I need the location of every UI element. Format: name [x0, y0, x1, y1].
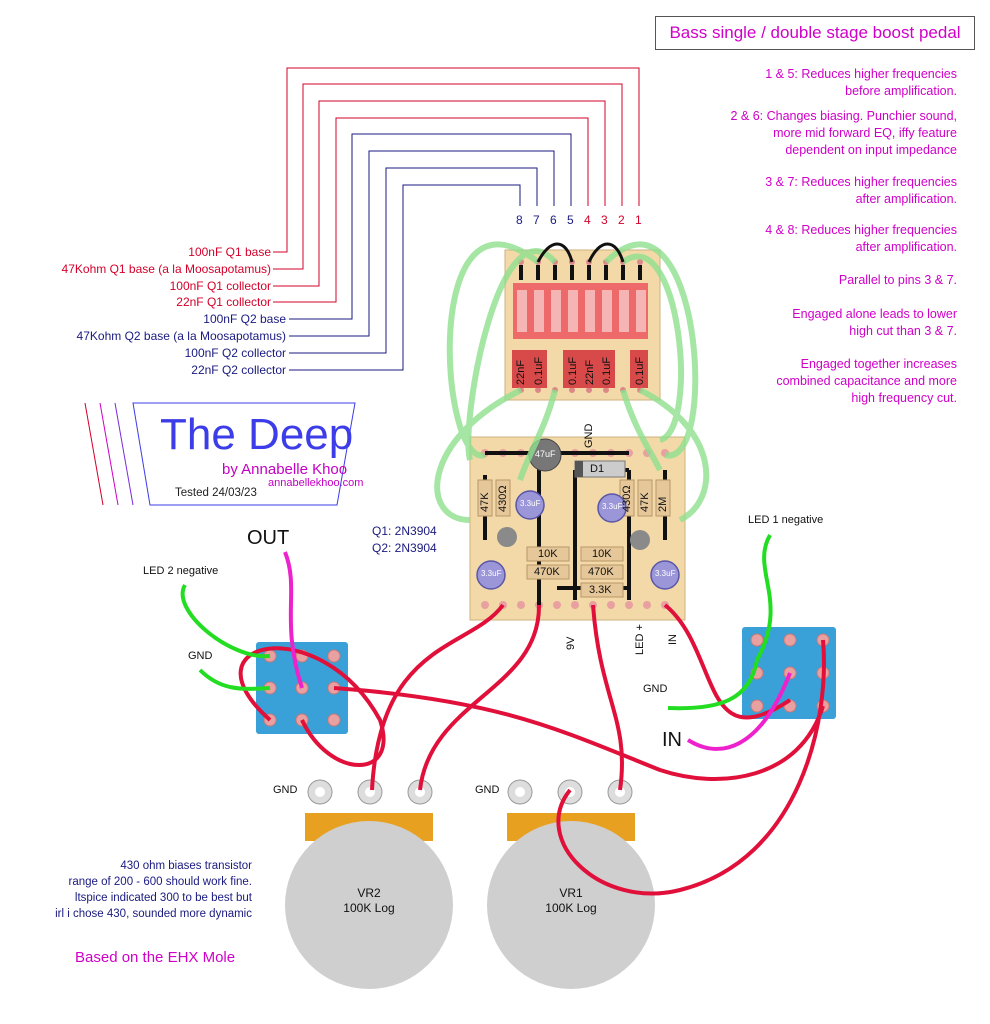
res-470k-left: 470K — [534, 566, 560, 578]
led2-negative-label: LED 2 negative — [143, 565, 219, 577]
tested-date: Tested 24/03/23 — [175, 487, 257, 499]
conn-in: IN — [667, 634, 679, 645]
res-470k-right: 470K — [588, 566, 614, 578]
blue-leader-lines — [289, 133, 572, 371]
note-engaged-alone: Engaged alone leads to lower high cut th… — [792, 307, 957, 338]
q2-label: Q2: 2N3904 — [372, 541, 437, 555]
pin-2: 2 — [618, 213, 625, 227]
dip-cap-5: 0.1uF — [601, 356, 613, 385]
label-22nf-q2-collector: 22nF Q2 collector — [191, 363, 286, 377]
label-100nf-q2-collector: 100nF Q2 collector — [184, 346, 286, 360]
res-10k-right: 10K — [592, 548, 612, 560]
note-pins-3-7: 3 & 7: Reduces higher frequencies after … — [765, 175, 957, 206]
label-100nf-q2-base: 100nF Q2 base — [203, 312, 286, 326]
pin-1: 1 — [635, 213, 642, 227]
pot-vr1 — [487, 779, 655, 989]
pot-vr2 — [285, 779, 453, 989]
diode-d1: D1 — [590, 463, 605, 475]
bias-note: 430 ohm biases transistor range of 200 -… — [55, 860, 252, 920]
dip-cap-4: 22nF — [584, 359, 596, 385]
label-47k-q1-base: 47Kohm Q1 base (a la Moosapotamus) — [61, 262, 271, 276]
cap-3u3-a: 3.3uF — [520, 499, 541, 508]
vr1-value: 100K Log — [545, 901, 597, 915]
res-47k-right: 47K — [639, 492, 651, 512]
pin-5: 5 — [567, 213, 574, 227]
vr1-gnd-label: GND — [475, 784, 500, 796]
vr1-name: VR1 — [559, 886, 583, 900]
pin-3: 3 — [601, 213, 608, 227]
pin-8: 8 — [516, 213, 523, 227]
stripboard — [469, 436, 686, 621]
res-3k3: 3.3K — [589, 584, 612, 596]
page-title: Bass single / double stage boost pedal — [655, 16, 975, 50]
label-100nf-q1-collector: 100nF Q1 collector — [169, 279, 271, 293]
red-wires — [238, 603, 826, 896]
cap-3u3-d: 3.3uF — [655, 569, 676, 578]
dip-cap-1: 22nF — [515, 359, 527, 385]
green-wires — [180, 534, 773, 711]
logo-url: annabellekhoo.com — [268, 477, 364, 489]
logo-graphic — [84, 402, 356, 506]
vr2-name: VR2 — [357, 886, 381, 900]
note-pins-2-6: 2 & 6: Changes biasing. Punchier sound, … — [730, 109, 957, 157]
cap-47uf: 47uF — [535, 449, 556, 459]
in-label: IN — [662, 729, 682, 751]
res-430-right: 430Ω — [621, 485, 633, 512]
dip-switch-board — [504, 249, 661, 401]
cap-3u3-c: 3.3uF — [481, 569, 502, 578]
res-10k-left: 10K — [538, 548, 558, 560]
based-on-note: Based on the EHX Mole — [75, 949, 236, 966]
conn-led-plus: LED + — [634, 624, 646, 655]
label-22nf-q1-collector: 22nF Q1 collector — [176, 295, 271, 309]
red-leader-lines — [273, 67, 640, 303]
gnd-left-label: GND — [188, 650, 213, 662]
magenta-wires — [283, 551, 792, 751]
pin-6: 6 — [550, 213, 557, 227]
gnd-right-label: GND — [643, 683, 668, 695]
pin-4: 4 — [584, 213, 591, 227]
out-label: OUT — [247, 527, 290, 549]
dip-cap-3: 0.1uF — [567, 356, 579, 385]
dip-cap-2: 0.1uF — [533, 356, 545, 385]
res-430-left: 430Ω — [497, 485, 509, 512]
q1-label: Q1: 2N3904 — [372, 524, 437, 538]
note-pins-4-8: 4 & 8: Reduces higher frequencies after … — [765, 223, 957, 254]
dip-cap-6: 0.1uF — [634, 356, 646, 385]
vr2-value: 100K Log — [343, 901, 395, 915]
logo-byline: by Annabelle Khoo — [222, 461, 348, 478]
pin-7: 7 — [533, 213, 540, 227]
note-parallel: Parallel to pins 3 & 7. — [838, 273, 957, 287]
note-engaged-together: Engaged together increases combined capa… — [776, 357, 957, 405]
note-pins-1-5: 1 & 5: Reduces higher frequencies before… — [765, 67, 957, 98]
green-dip-wires — [434, 241, 710, 523]
conn-9v: 9V — [565, 636, 577, 650]
board-gnd-label: GND — [583, 423, 595, 448]
res-47k-left: 47K — [479, 492, 491, 512]
led1-negative-label: LED 1 negative — [748, 514, 824, 526]
label-47k-q2-base: 47Kohm Q2 base (a la Moosapotamus) — [76, 329, 286, 343]
cap-3u3-b: 3.3uF — [602, 502, 623, 511]
label-100nf-q1-base: 100nF Q1 base — [188, 245, 271, 259]
res-2m: 2M — [657, 496, 669, 512]
vr2-gnd-label: GND — [273, 784, 298, 796]
logo-title: The Deep — [160, 410, 354, 459]
